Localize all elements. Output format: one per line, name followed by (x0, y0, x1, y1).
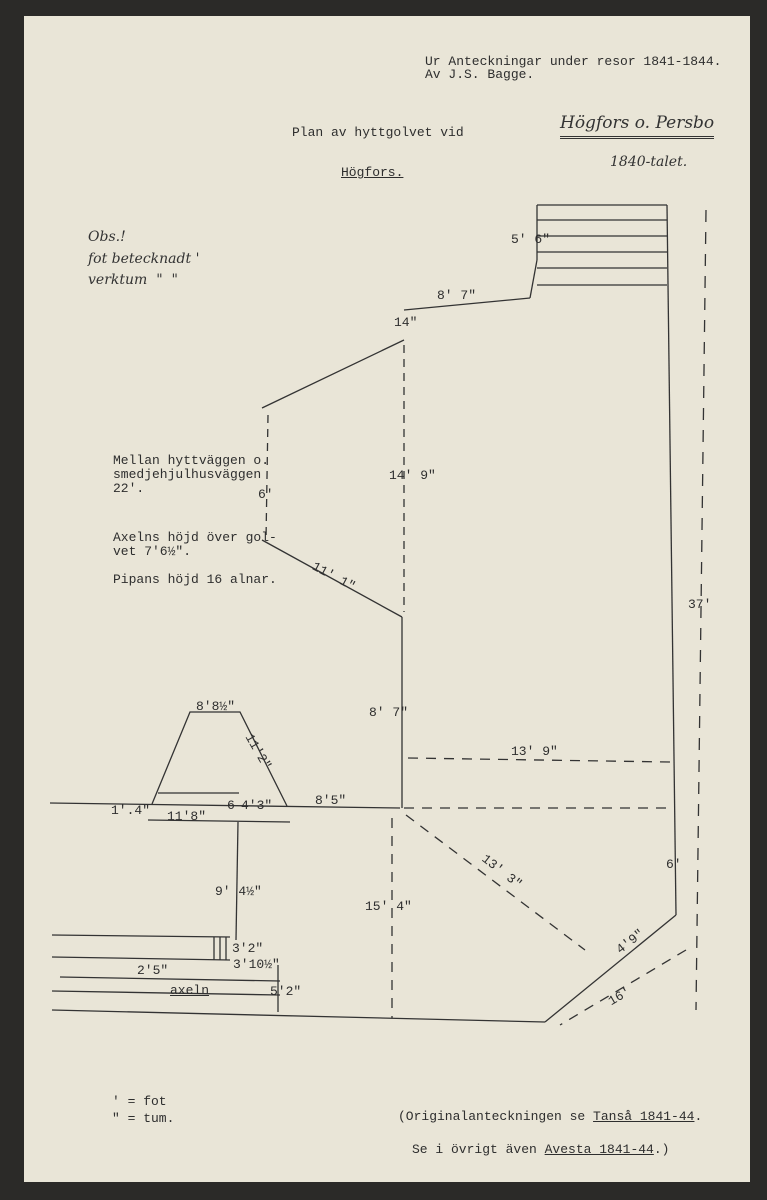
dim-label: 14" (394, 315, 418, 330)
legend-tum: " = tum. (112, 1111, 175, 1126)
dim-37 (695, 209, 707, 1011)
dim-label: 15' 4" (365, 899, 412, 914)
dim-label: 2'5" (137, 963, 169, 978)
dim-label: 37' (688, 597, 712, 612)
dim-13-9 (407, 757, 671, 763)
dim-label: 14' 9" (389, 468, 436, 483)
note-line-1: Obs.! (88, 229, 126, 245)
dim-label: 5' 6" (511, 232, 551, 247)
wall-right (666, 204, 677, 916)
typed-note-1: Mellan hyttväggen o. (113, 453, 270, 468)
footer-text: (Originalanteckningen se (398, 1109, 594, 1124)
dim-label: 13' 9" (511, 744, 558, 759)
note-line-3: verktum " " (88, 272, 178, 288)
stair-box (529, 204, 667, 299)
dim-6ft (265, 414, 269, 541)
dim-label: 3'10½" (233, 957, 280, 972)
handwritten-place: Högfors o. Persbo (560, 115, 715, 139)
footer-text: .) (653, 1142, 670, 1157)
typed-note-4: Axelns höjd över gol- (113, 530, 277, 545)
dim-label: 6' (666, 857, 682, 872)
footer-reference-avesta: Avesta 1841-44 (544, 1142, 654, 1157)
document-page (24, 16, 750, 1182)
wall-11-1 (261, 539, 403, 618)
source-line-1: Ur Anteckningar under resor 1841-1844. (425, 54, 722, 69)
typed-note-3: 22'. (113, 481, 145, 496)
wall-diagonal-upper (261, 339, 405, 409)
place-title: Högfors. (341, 165, 404, 180)
wall-4-9 (544, 914, 677, 1023)
footer-text: Se i övrigt även (412, 1142, 545, 1157)
legend-fot: ' = fot (112, 1094, 167, 1109)
dim-label: 1'.4" (111, 803, 151, 818)
footer-text: . (694, 1109, 703, 1124)
dim-label: 6' (258, 487, 274, 502)
dim-label: 8'5" (315, 793, 347, 808)
typed-note-6: Pipans höjd 16 alnar. (113, 572, 277, 587)
dim-label: 9' 4½" (215, 884, 262, 899)
footer-reference-tansa: Tanså 1841-44 (593, 1109, 695, 1124)
dim-label: 8'8½" (196, 699, 236, 714)
bottom-line (51, 1009, 546, 1023)
furnace-trapezoid (147, 711, 291, 941)
dim-label: 3'2" (232, 941, 264, 956)
dim-label: 8' 7" (437, 288, 477, 303)
dim-13-3 (405, 814, 586, 951)
dim-label: 5'2" (270, 984, 302, 999)
page-title: Plan av hyttgolvet vid (292, 125, 464, 140)
dim-label: 8' 7" (369, 705, 409, 720)
dim-label: 6 (227, 798, 235, 813)
note-line-2: fot betecknadt ' (88, 251, 200, 267)
wall-8-7-top (403, 297, 531, 311)
footer-line-1: (Originalanteckningen se Tanså 1841-44. (398, 1110, 702, 1124)
typed-note-2: smedjehjulhusväggen (113, 467, 262, 482)
footer-line-2: Se i övrigt även Avesta 1841-44.) (412, 1143, 669, 1157)
dim-label: 4'3" (241, 798, 273, 813)
source-line-2: Av J.S. Bagge. (425, 67, 535, 82)
typed-note-5: vet 7'6½". (113, 544, 192, 559)
dim-label: 11'8" (167, 809, 207, 824)
axle-lines (51, 934, 281, 1012)
handwritten-date: 1840-talet. (610, 154, 688, 170)
dim-16 (559, 949, 687, 1026)
dim-label: axeln (170, 983, 210, 998)
floor-line (49, 802, 401, 809)
